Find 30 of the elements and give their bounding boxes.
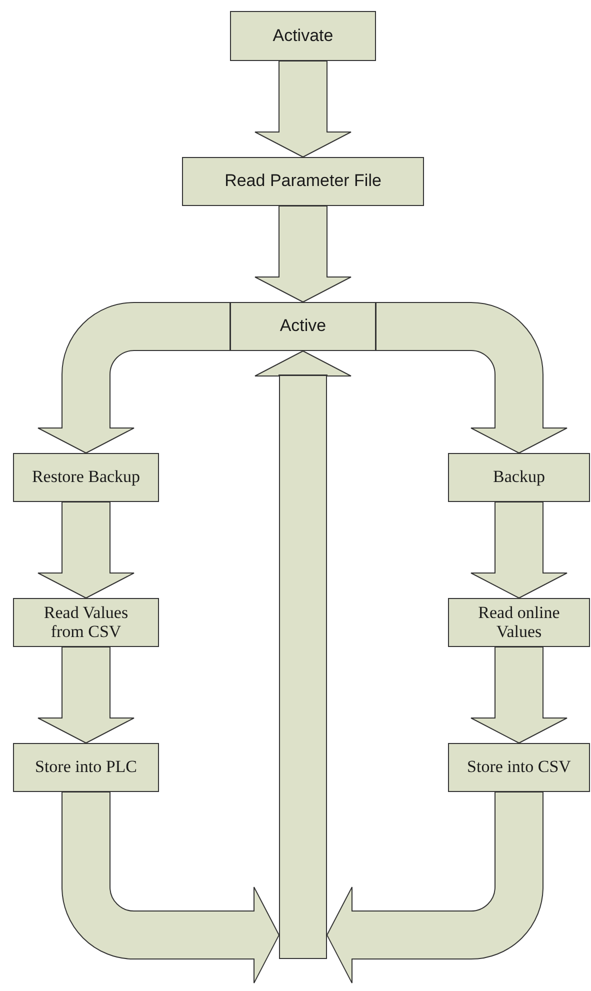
block-arrow	[470, 646, 568, 744]
box-label: Store into CSV	[466, 758, 572, 777]
process-box	[182, 157, 424, 206]
block-arrow	[254, 350, 352, 376]
process-box	[448, 743, 590, 792]
process-box	[230, 302, 376, 351]
process-box	[448, 453, 590, 502]
box-label: Read Values from CSV	[42, 604, 130, 642]
process-box	[448, 598, 590, 647]
block-arrow	[38, 646, 134, 744]
block-arrow	[254, 206, 352, 303]
block-arrow	[326, 792, 544, 984]
vertical-bar	[279, 375, 327, 959]
block-arrow	[254, 60, 352, 158]
block-arrow	[38, 502, 134, 599]
block-arrow	[470, 502, 568, 599]
process-box	[13, 743, 159, 792]
box-label: Backup	[492, 468, 546, 487]
box-label: Active	[278, 317, 328, 336]
block-arrow	[376, 302, 568, 454]
process-box	[230, 11, 376, 61]
box-label: Store into PLC	[34, 758, 138, 777]
box-label: Activate	[272, 26, 334, 46]
process-box	[13, 453, 159, 502]
block-arrow	[38, 302, 230, 454]
block-arrow	[62, 792, 280, 984]
box-label: Read online Values	[477, 604, 561, 642]
process-box	[13, 598, 159, 647]
box-label: Restore Backup	[30, 468, 142, 487]
box-label: Read Parameter File	[224, 172, 382, 191]
